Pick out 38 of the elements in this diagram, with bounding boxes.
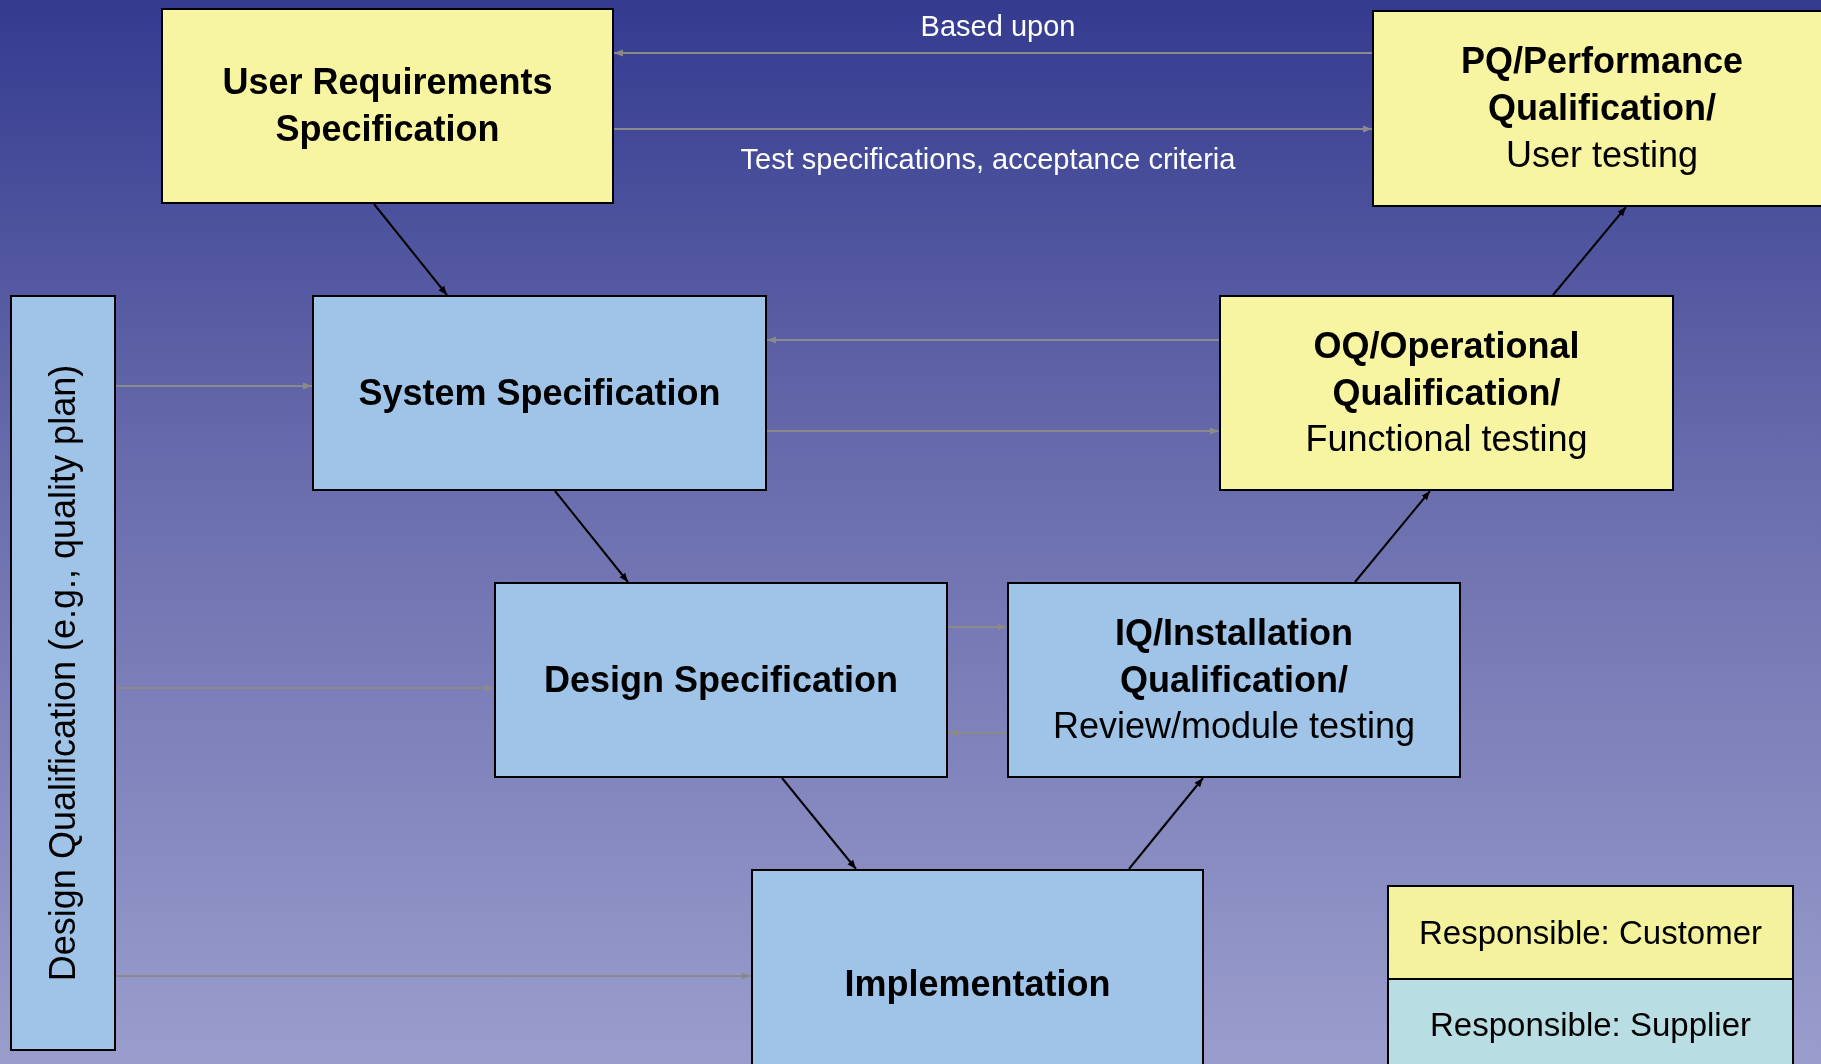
arrow <box>781 777 857 870</box>
box-title: User Requirements Specification <box>221 60 554 151</box>
arrow <box>1354 490 1431 583</box>
arrow <box>947 729 1008 737</box>
band-label: Design Qualification (e.g., quality plan) <box>41 364 84 982</box>
arrow <box>115 684 495 692</box>
arrow <box>115 972 752 980</box>
box-title: System Specification <box>357 370 722 415</box>
box-subtitle: Functional testing <box>1304 417 1589 462</box>
arrow <box>115 382 313 390</box>
process-box <box>312 295 767 491</box>
arrow <box>766 427 1220 435</box>
process-box <box>751 869 1204 1064</box>
box-subtitle: Review/module testing <box>1051 704 1417 749</box>
process-box <box>161 8 614 204</box>
legend-text: Responsible: Customer <box>1419 912 1762 953</box>
edge-label: Based upon <box>920 9 1076 45</box>
arrow <box>613 49 1373 57</box>
box-title: Design Specification <box>542 657 900 702</box>
process-box <box>1219 295 1674 491</box>
arrow <box>947 623 1008 631</box>
box-title: OQ/Operational Qualification/ <box>1312 323 1581 415</box>
box-title: PQ/Performance Qualification/ <box>1459 39 1745 131</box>
legend-text: Responsible: Supplier <box>1430 1004 1751 1045</box>
box-title: Implementation <box>843 961 1112 1006</box>
box-subtitle: User testing <box>1504 132 1700 177</box>
arrow <box>373 203 448 296</box>
box-title: IQ/Installation Qualification/ <box>1114 610 1354 702</box>
process-box <box>1007 582 1461 778</box>
arrow <box>1552 206 1627 296</box>
arrow <box>613 125 1373 133</box>
process-box <box>1372 10 1821 207</box>
edge-label: Test specifications, acceptance criteria <box>740 142 1236 178</box>
arrow <box>1128 777 1204 870</box>
process-box <box>494 582 948 778</box>
side-band <box>10 295 116 1051</box>
arrow <box>766 336 1220 344</box>
arrow <box>554 490 629 583</box>
